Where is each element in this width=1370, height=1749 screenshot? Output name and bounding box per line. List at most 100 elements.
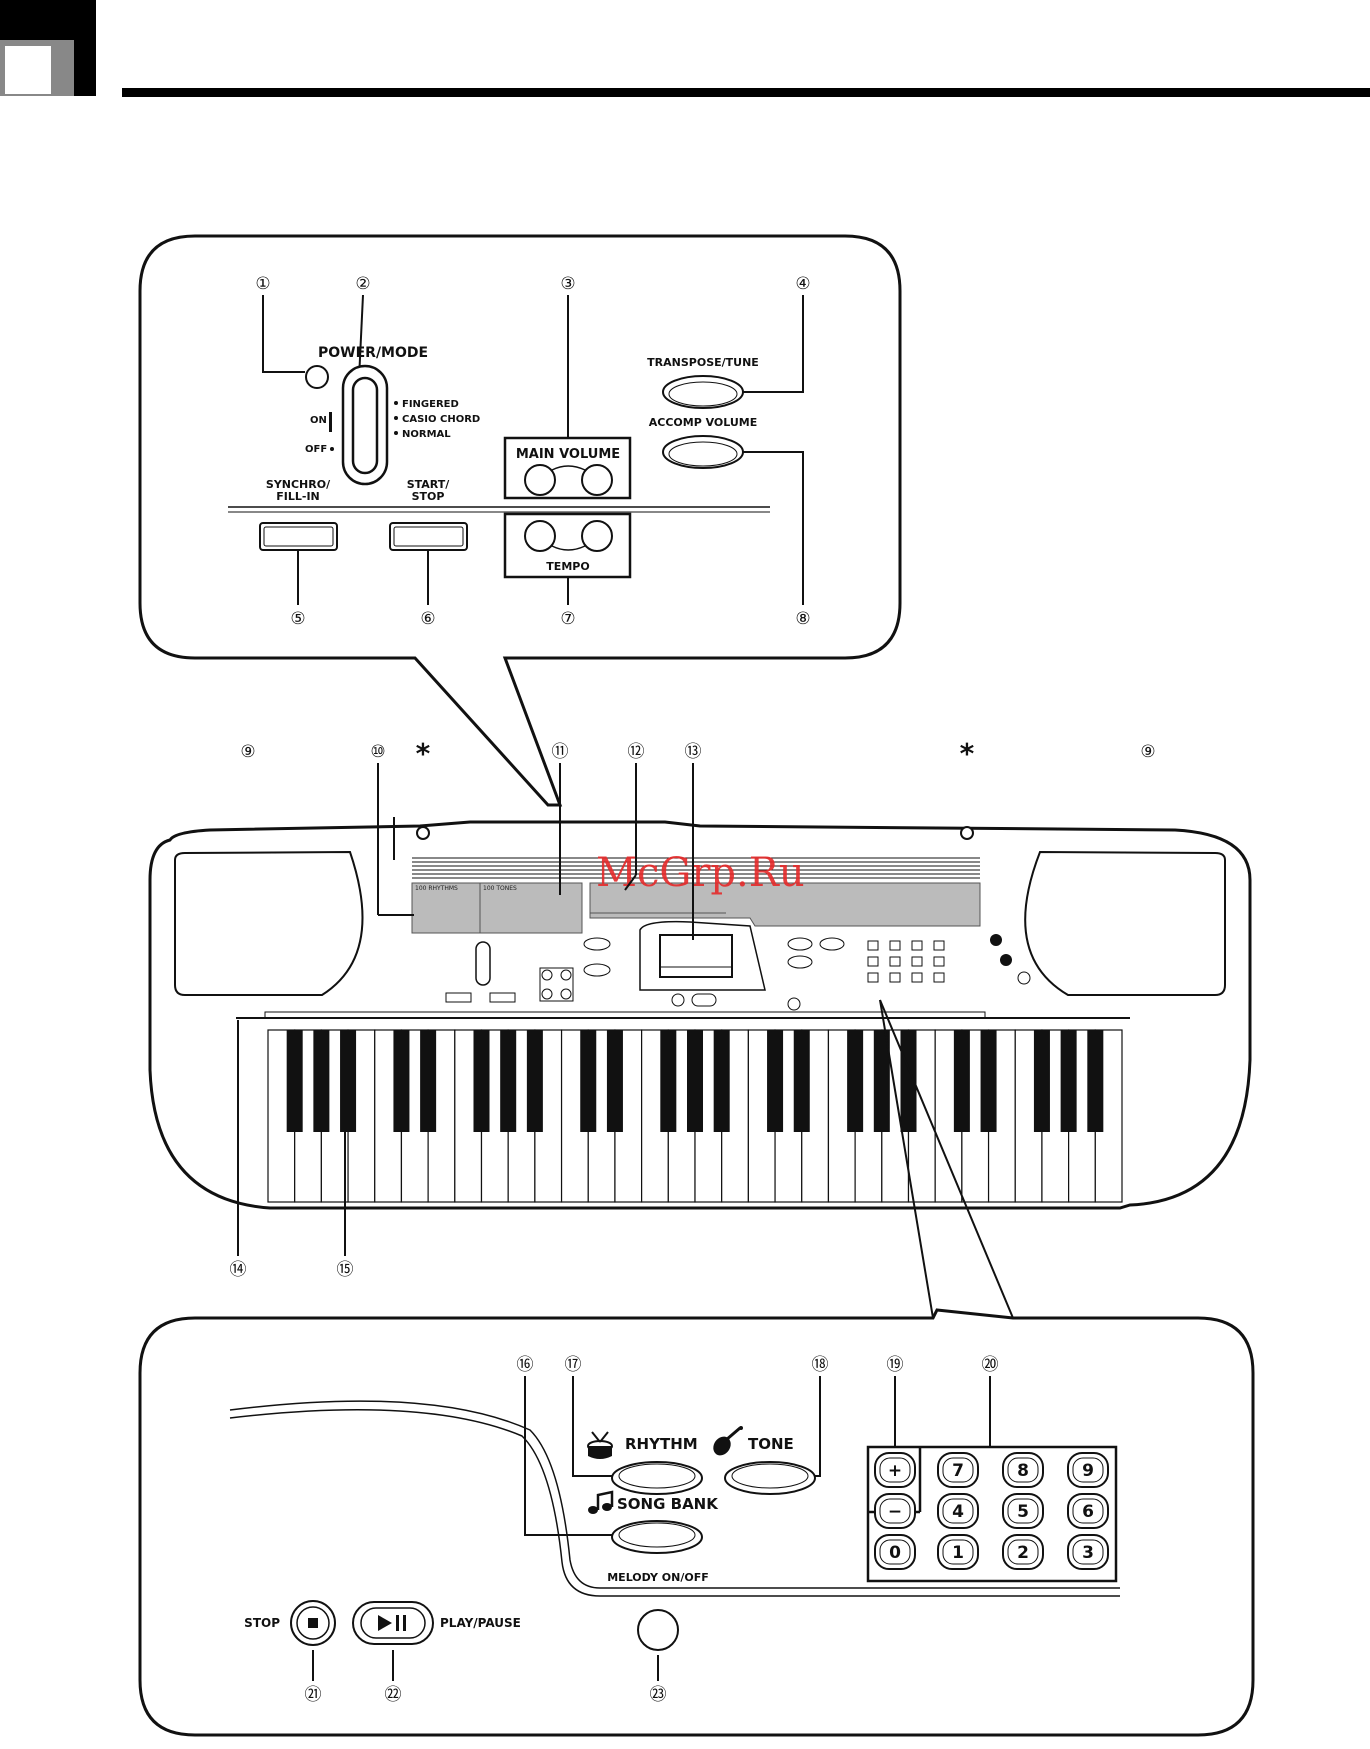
callout-18: ⑱ [812,1355,829,1375]
mini-stop-button [672,994,684,1006]
keyboard-overview: ⑨ ⑩ * ⑪ ⑫ ⑬ * ⑨ 100 RHYTHMS 100 TONES Mc [150,737,1250,1318]
callout-14: ⑭ [230,1260,247,1280]
power-led [306,366,328,388]
callout-4: ④ [795,274,810,294]
callout-15: ⑮ [337,1260,354,1280]
start-stop-label-line2: STOP [412,490,445,503]
keypad-key-plus[interactable]: + [875,1453,915,1487]
keypad-key-label: 3 [1082,1543,1094,1563]
mode-option-normal: NORMAL [402,429,451,440]
black-key[interactable] [340,1030,356,1132]
melody-button[interactable] [638,1610,678,1650]
mini-synchro-button [446,993,471,1002]
keypad-key-label: 7 [952,1461,964,1481]
keypad-key-9[interactable]: 9 [1068,1453,1108,1487]
rhythm-label: RHYTHM [625,1435,698,1453]
black-key[interactable] [981,1030,997,1132]
callout-5: ⑤ [290,609,305,629]
keypad-key-label: 5 [1017,1502,1029,1522]
stop-icon [308,1618,318,1628]
black-key[interactable] [847,1030,863,1132]
callout-23: ㉓ [650,1685,667,1705]
rhythm-button[interactable] [612,1462,702,1494]
callout-12: ⑫ [628,742,645,762]
black-key[interactable] [607,1030,623,1132]
black-key[interactable] [954,1030,970,1132]
black-key[interactable] [500,1030,516,1132]
keypad-key-label: 2 [1017,1543,1029,1563]
keypad-key-2[interactable]: 2 [1003,1535,1043,1569]
callout-13: ⑬ [685,742,702,762]
mini-transpose-button [584,938,610,950]
main-volume-label: MAIN VOLUME [516,447,620,462]
mini-melody-button [788,998,800,1010]
callout-2: ② [355,274,370,294]
tone-list-title: 100 TONES [483,885,517,892]
keypad-key-label: + [888,1461,902,1481]
black-key[interactable] [714,1030,730,1132]
keypad-key-label: 1 [952,1543,964,1563]
black-key[interactable] [767,1030,783,1132]
lcd-display [660,935,732,977]
song-bank-button[interactable] [612,1521,702,1553]
mini-power-jack [1000,954,1012,966]
black-key[interactable] [687,1030,703,1132]
corner-tab-box [5,46,51,94]
keypad-key-minus[interactable]: − [875,1494,915,1528]
black-key[interactable] [393,1030,409,1132]
keypad-key-1[interactable]: 1 [938,1535,978,1569]
asterisk-left: * [416,737,431,770]
keypad-key-6[interactable]: 6 [1068,1494,1108,1528]
keypad-key-7[interactable]: 7 [938,1453,978,1487]
play-pause-label: PLAY/PAUSE [440,1616,521,1630]
mode-option-fingered: FINGERED [402,399,459,410]
black-key[interactable] [287,1030,303,1132]
speaker-left [175,852,363,995]
mini-power-switch [476,942,490,985]
tone-button[interactable] [725,1462,815,1494]
black-key[interactable] [313,1030,329,1132]
callout-7: ⑦ [560,609,575,629]
keypad-key-4[interactable]: 4 [938,1494,978,1528]
callout-3: ③ [560,274,575,294]
speaker-right [1025,852,1225,995]
keypad-key-label: 0 [889,1543,901,1563]
callout-11: ⑪ [552,742,569,762]
black-key[interactable] [1087,1030,1103,1132]
strap-pin-left [417,827,429,839]
black-key[interactable] [794,1030,810,1132]
keypad-key-8[interactable]: 8 [1003,1453,1043,1487]
tempo-up-button[interactable] [582,521,612,551]
top-detail-panel: ① ② ③ ④ ⑤ ⑥ ⑦ ⑧ POWER/MODE ON OFF FINGE [140,236,900,805]
asterisk-right: * [960,737,975,770]
mode-option-casio-chord: CASIO CHORD [402,414,480,425]
on-label: ON [310,415,327,426]
power-mode-switch[interactable] [353,378,377,473]
keypad-key-label: 4 [952,1502,964,1522]
tone-label: TONE [748,1435,794,1453]
page-header [0,0,1370,97]
main-volume-down-button[interactable] [525,465,555,495]
black-key[interactable] [1061,1030,1077,1132]
accomp-volume-button[interactable] [663,436,743,468]
accomp-volume-label: ACCOMP VOLUME [649,416,758,429]
main-volume-up-button[interactable] [582,465,612,495]
black-key[interactable] [527,1030,543,1132]
tempo-label: TEMPO [546,560,589,573]
keypad-key-label: 9 [1082,1461,1094,1481]
keypad-key-3[interactable]: 3 [1068,1535,1108,1569]
black-key[interactable] [660,1030,676,1132]
black-key[interactable] [1034,1030,1050,1132]
callout-22: ㉒ [385,1685,402,1705]
tempo-down-button[interactable] [525,521,555,551]
black-key[interactable] [420,1030,436,1132]
black-key[interactable] [473,1030,489,1132]
transpose-tune-button[interactable] [663,376,743,408]
song-bank-label: SONG BANK [617,1495,719,1513]
callout-16: ⑯ [517,1355,534,1375]
callout-21: ㉑ [305,1685,322,1705]
callout-10: ⑩ [370,742,385,762]
black-key[interactable] [580,1030,596,1132]
keypad-key-5[interactable]: 5 [1003,1494,1043,1528]
keypad-key-0[interactable]: 0 [875,1535,915,1569]
